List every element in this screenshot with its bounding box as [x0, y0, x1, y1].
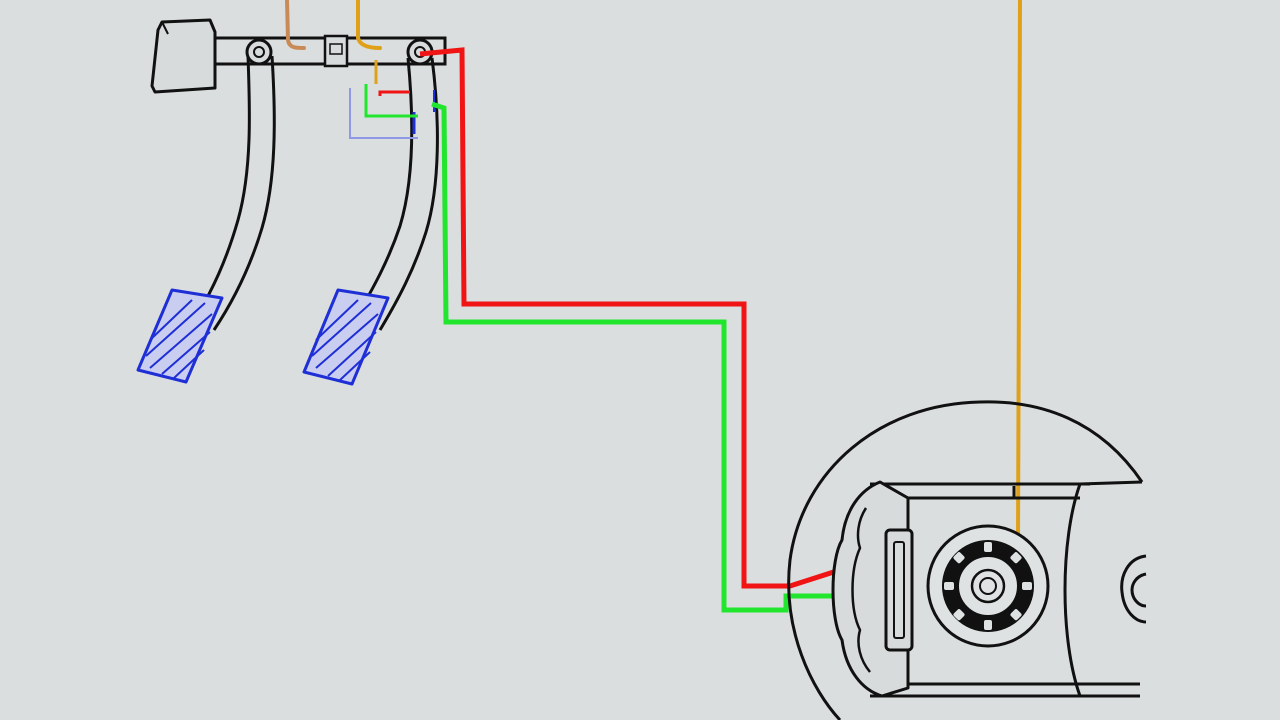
brake-switch	[323, 34, 349, 68]
wire-red	[419, 47, 880, 589]
left-mount-block	[150, 18, 217, 94]
pivot-icon	[245, 38, 273, 66]
pedal-left-pad	[136, 288, 224, 384]
top-wires	[285, 0, 382, 84]
pedal-left	[194, 38, 276, 331]
wire-green	[431, 101, 881, 613]
pedal-right	[354, 38, 439, 331]
pedal-right-pad	[302, 288, 390, 386]
sensor-bracket	[349, 84, 435, 139]
brake-assembly	[787, 400, 1147, 720]
rotor-icon	[926, 524, 1050, 648]
